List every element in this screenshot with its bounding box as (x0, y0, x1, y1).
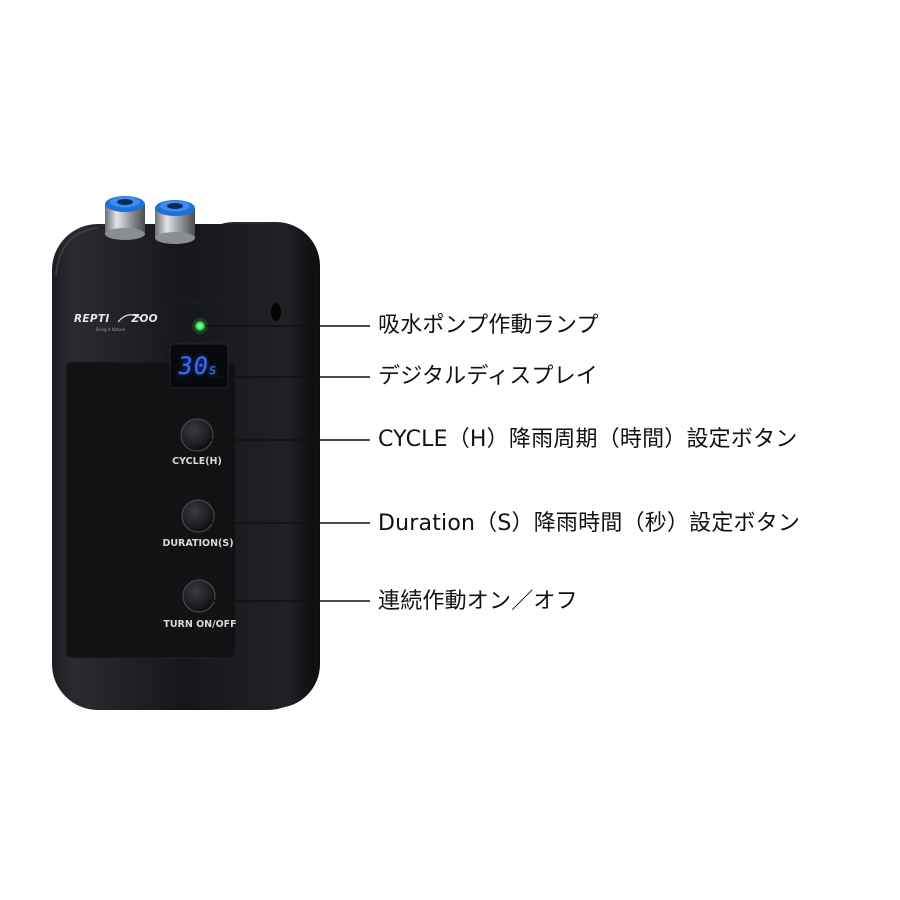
callout-digital-display: デジタルディスプレイ (378, 364, 599, 389)
display-unit: s (207, 362, 219, 378)
cycle-button-shape (180, 418, 214, 452)
callout-pump-lamp: 吸水ポンプ作動ランプ (378, 313, 599, 338)
water-fitting-right (155, 200, 195, 244)
duration-button-shape (181, 499, 215, 533)
callout-turn-button: 連続作動オン／オフ (378, 589, 578, 614)
logo-mark (117, 314, 141, 323)
turn-button-shape (182, 579, 216, 613)
cycle-button-caption: CYCLE(H) (172, 456, 222, 467)
duration-button-caption: DURATION(S) (162, 538, 234, 549)
pump-lamp-led (195, 321, 205, 331)
side-port (271, 303, 281, 321)
brand-tagline: Bring it Nature (96, 327, 126, 332)
turn-button-caption: TURN ON/OFF (163, 619, 237, 630)
water-fitting-left (105, 196, 145, 240)
callout-cycle-button: CYCLE（H）降雨周期（時間）設定ボタン (378, 427, 798, 452)
display-value: 30 (176, 352, 211, 380)
callout-duration-button: Duration（S）降雨時間（秒）設定ボタン (378, 511, 801, 536)
digital-display-readout: 30s (176, 352, 226, 380)
